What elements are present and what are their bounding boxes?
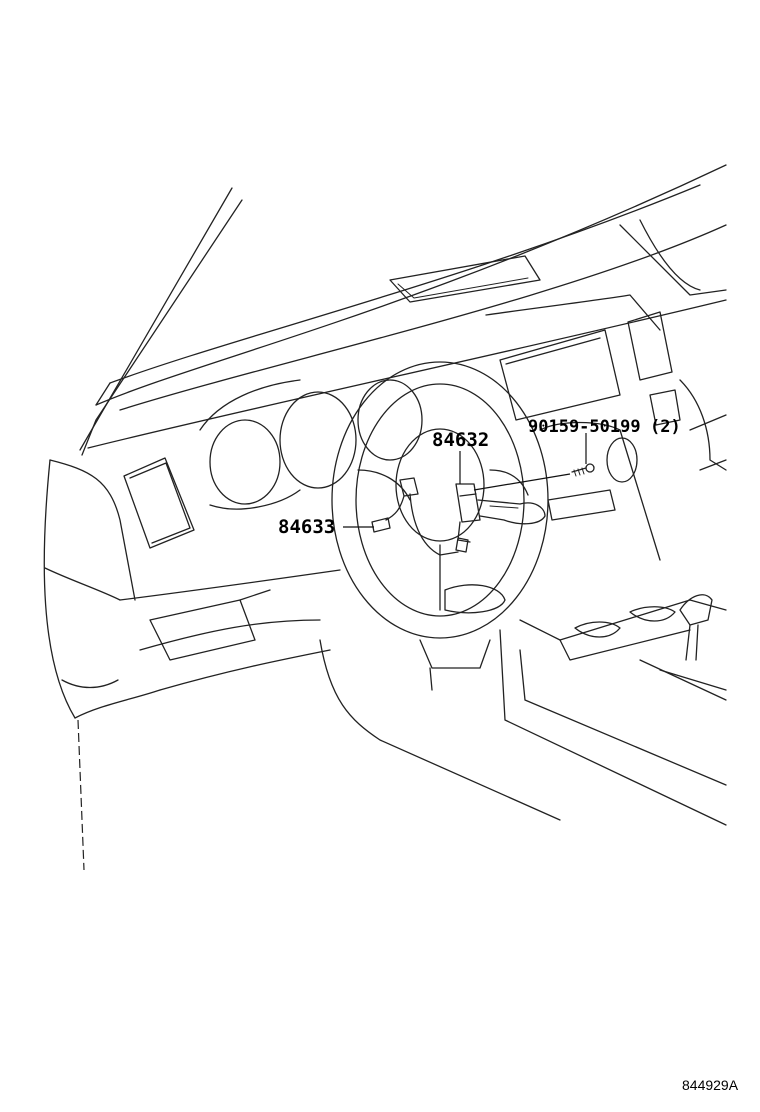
steering-wheel <box>331 361 549 639</box>
center-stack <box>499 311 727 561</box>
center-console <box>499 594 727 826</box>
left-air-vent <box>123 457 195 549</box>
figure-id: 844929A <box>682 1077 739 1093</box>
screw-90159-50199 <box>571 463 595 477</box>
defroster-vent <box>389 255 541 303</box>
instrument-cluster <box>199 379 423 510</box>
dash-left-end <box>43 459 161 719</box>
part-label-84633: 84633 <box>278 516 335 538</box>
part-label-84632: 84632 <box>432 429 489 451</box>
wire-harness-84633 <box>371 477 469 556</box>
part-label-screw-qty: (2) <box>650 417 681 437</box>
part-label-screw: 90159-50199 <box>528 417 641 437</box>
right-dash-panel <box>485 219 727 331</box>
a-pillar <box>77 187 243 871</box>
steering-column <box>419 639 491 691</box>
switch-assembly-84632 <box>455 483 546 543</box>
leader-lines <box>343 433 587 528</box>
dashboard-top <box>87 164 727 449</box>
lower-dashboard <box>119 569 561 821</box>
